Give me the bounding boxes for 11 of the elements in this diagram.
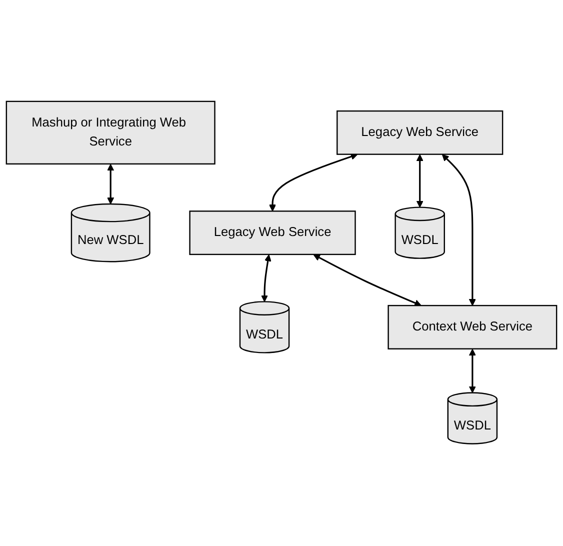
node-box: Mashup or Integrating Web Service bbox=[6, 101, 216, 165]
node-box: Legacy Web Service bbox=[189, 210, 356, 256]
node-box: Context Web Service bbox=[388, 305, 558, 350]
arrow bbox=[269, 154, 358, 212]
node-box: Legacy Web Service bbox=[336, 110, 504, 156]
arrow bbox=[107, 164, 114, 205]
arrow bbox=[416, 154, 424, 208]
arrow bbox=[313, 254, 422, 307]
arrow bbox=[468, 349, 476, 394]
arrow bbox=[261, 254, 272, 302]
arrow bbox=[442, 154, 476, 306]
